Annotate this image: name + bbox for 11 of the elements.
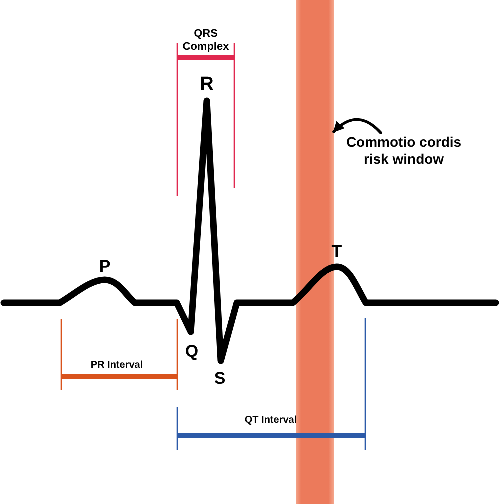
wave-label: Q xyxy=(185,343,199,360)
wave-label: T xyxy=(332,243,342,260)
curved-arrow xyxy=(332,118,382,134)
annotation-text: Commotio cordis risk window xyxy=(340,134,468,168)
wave-label: P xyxy=(99,258,111,275)
wave-label: S xyxy=(214,370,226,387)
interval-label: PR Interval xyxy=(90,361,144,371)
interval-label: QT Interval xyxy=(244,416,298,426)
wave-label: R xyxy=(200,75,214,94)
risk-window-band xyxy=(296,0,334,504)
interval-label: QRS Complex xyxy=(182,28,230,54)
